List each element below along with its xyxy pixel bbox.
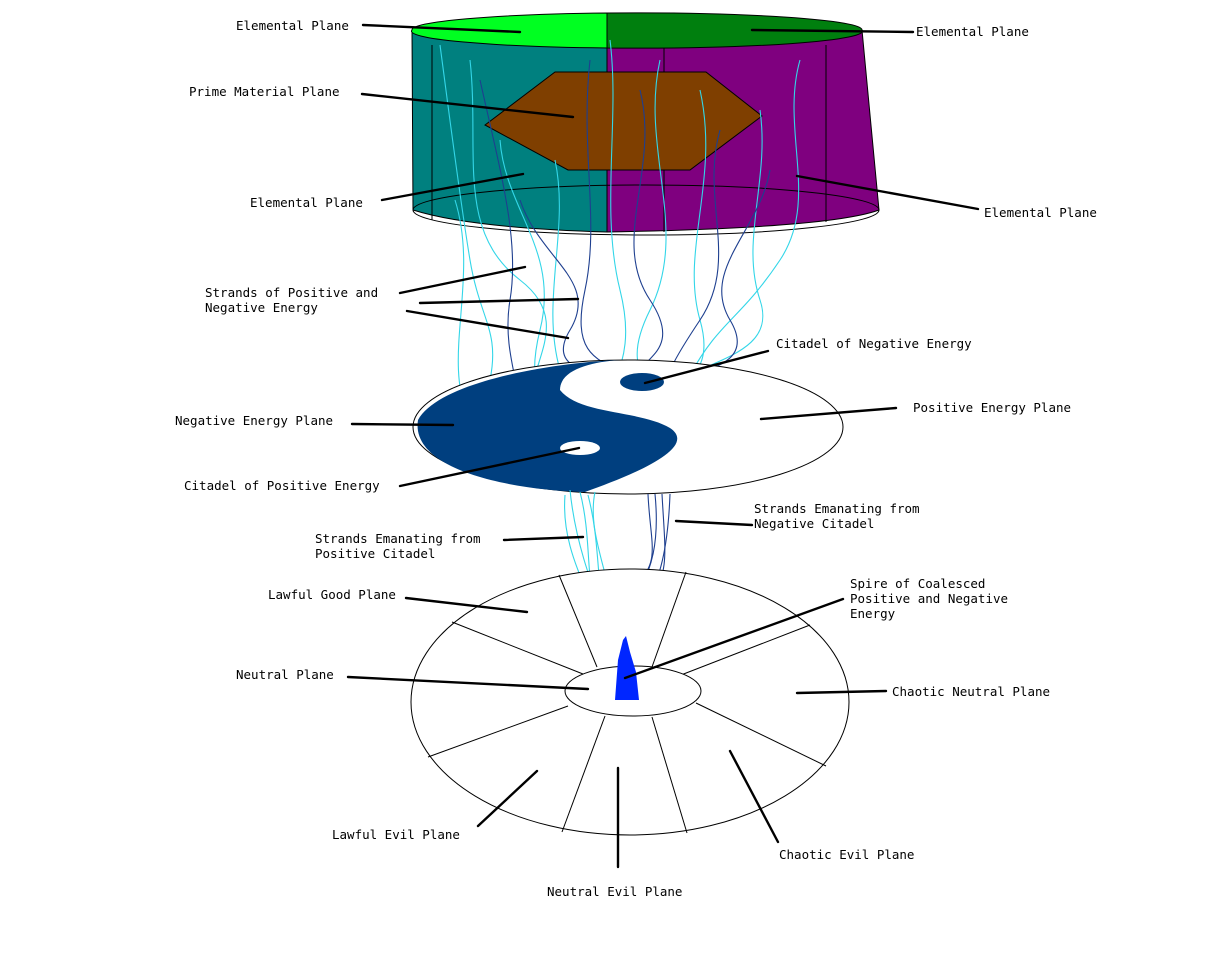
wheel-divider — [651, 571, 687, 668]
label-chaotic-neutral-plane: Chaotic Neutral Plane — [892, 684, 1050, 699]
leader-line — [502, 535, 585, 542]
label-spire: Positive and Negative — [850, 591, 1008, 606]
wheel-divider — [558, 574, 598, 668]
label-elemental-plane: Elemental Plane — [916, 24, 1029, 39]
label-spire: Energy — [850, 606, 896, 621]
label-chaotic-evil-plane: Chaotic Evil Plane — [779, 847, 914, 862]
elemental-bottom-rim — [412, 184, 880, 236]
leader-lines — [346, 23, 980, 869]
label-positive-energy-plane: Positive Energy Plane — [913, 400, 1071, 415]
label-positive-citadel-strands: Positive Citadel — [315, 546, 435, 561]
label-prime-material-plane: Prime Material Plane — [189, 84, 340, 99]
wheel-divider — [451, 621, 584, 675]
label-lawful-evil-plane: Lawful Evil Plane — [332, 827, 460, 842]
elemental-top-dark-green — [606, 12, 864, 49]
leader-line — [674, 519, 754, 527]
leader-line — [398, 446, 581, 488]
wheel-divider — [561, 715, 606, 833]
leader-line — [350, 422, 455, 427]
label-strands-of-energy: Negative Energy — [205, 300, 318, 315]
label-citadel-of-positive-energy: Citadel of Positive Energy — [184, 478, 380, 493]
leader-line — [404, 596, 529, 614]
label-elemental-plane: Elemental Plane — [236, 18, 349, 33]
leader-line — [643, 349, 770, 385]
label-negative-citadel-strands: Strands Emanating from — [754, 501, 920, 516]
leader-line — [728, 749, 780, 844]
wheel-divider — [680, 624, 811, 676]
label-citadel-of-negative-energy: Citadel of Negative Energy — [776, 336, 972, 351]
positive-strand — [689, 59, 801, 376]
label-positive-citadel-strands: Strands Emanating from — [315, 531, 481, 546]
label-neutral-plane: Neutral Plane — [236, 667, 334, 682]
labels: Elemental Plane Elemental Plane Prime Ma… — [175, 18, 1097, 899]
leader-line — [795, 174, 980, 211]
alignment-wheel — [410, 568, 850, 836]
leader-line — [405, 309, 570, 340]
label-strands-of-energy: Strands of Positive and — [205, 285, 378, 300]
wheel-divider — [651, 716, 688, 834]
label-elemental-plane: Elemental Plane — [250, 195, 363, 210]
wheel-divider — [427, 705, 569, 758]
leader-line — [759, 406, 898, 421]
leader-line — [623, 597, 845, 680]
leader-line — [361, 23, 522, 34]
spire-of-coalesced-energy — [615, 636, 639, 700]
label-negative-energy-plane: Negative Energy Plane — [175, 413, 333, 428]
negative-energy-plane — [417, 360, 678, 492]
leader-line — [398, 265, 527, 295]
leader-line — [750, 28, 915, 34]
label-elemental-plane: Elemental Plane — [984, 205, 1097, 220]
wheel-divider — [695, 702, 827, 767]
label-lawful-good-plane: Lawful Good Plane — [268, 587, 396, 602]
label-spire: Spire of Coalesced — [850, 576, 985, 591]
leader-line — [360, 92, 575, 119]
energy-disc — [412, 359, 844, 495]
leader-line — [795, 689, 888, 695]
leader-line — [476, 769, 539, 828]
label-neutral-evil-plane: Neutral Evil Plane — [547, 884, 682, 899]
label-negative-citadel-strands: Negative Citadel — [754, 516, 874, 531]
leader-line — [418, 297, 580, 305]
prime-material-plane — [484, 71, 763, 171]
citadel-of-negative-energy — [620, 373, 664, 391]
leader-line — [346, 675, 590, 691]
leader-line — [380, 172, 525, 202]
elemental-cylinder — [411, 12, 880, 236]
